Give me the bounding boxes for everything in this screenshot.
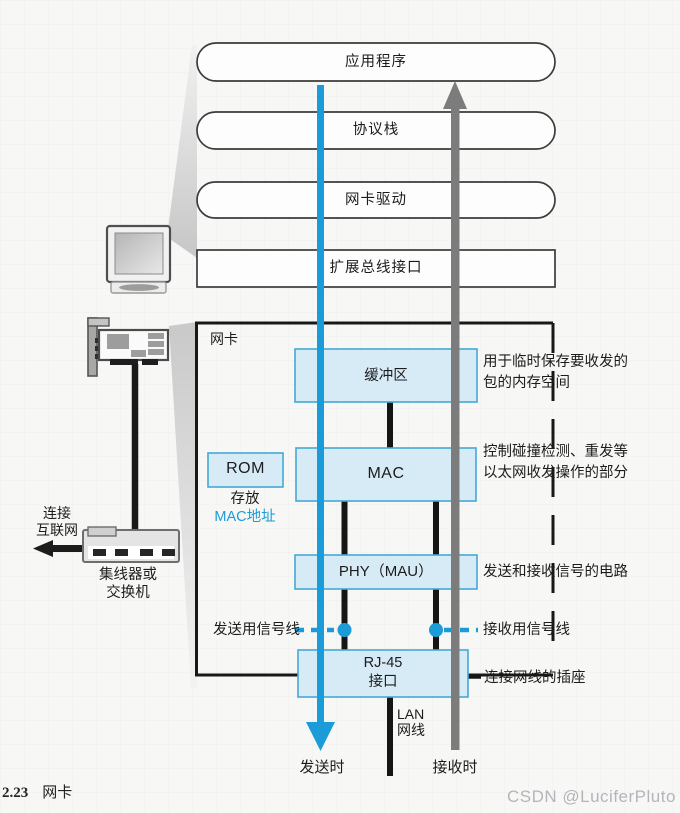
perspective-wedge-top	[167, 45, 197, 258]
buffer-box-label: 缓冲区	[364, 368, 408, 384]
phy-box-label: PHY（MAU）	[338, 563, 434, 580]
send-flow-label: 发送时	[299, 759, 345, 776]
annotation-buffer: 用于临时保存要收发的 包的内存空间	[483, 354, 628, 391]
buffer-box	[294, 348, 478, 403]
receive-flow-label: 接收时	[432, 759, 478, 776]
receive-arrow-icon	[443, 81, 467, 750]
rom-box	[207, 452, 284, 488]
computer-icon	[105, 224, 172, 294]
internet-link-label: 连接 互联网	[36, 505, 78, 538]
rom-box-label: ROM	[226, 460, 265, 477]
lan-cable-label: LAN 网线	[397, 706, 425, 738]
hub-label: 集线器或 交换机	[99, 567, 157, 601]
figure-caption: 2.23 网卡	[2, 783, 72, 803]
mac-box-label: MAC	[367, 465, 405, 482]
rom-note: 存放 MAC地址	[214, 491, 276, 525]
send-arrow-icon	[306, 85, 335, 751]
send-signal-label: 发送用信号线	[213, 622, 300, 638]
mac-box	[295, 447, 477, 502]
figure-caption-number: 2.23	[2, 785, 29, 801]
layer-label-protocol-stack: 协议栈	[352, 122, 400, 138]
annotation-mac: 控制碰撞检测、重发等 以太网收发操作的部分	[483, 444, 628, 481]
layer-label-application: 应用程序	[345, 54, 407, 70]
figure-caption-title: 网卡	[42, 784, 73, 801]
layer-stack-boxes	[196, 42, 556, 288]
watermark: CSDN @LuciferPluto	[507, 787, 676, 806]
signal-tap-dots	[295, 623, 478, 637]
annotation-phy: 发送和接收信号的电路	[483, 564, 628, 580]
layer-label-nic-driver: 网卡驱动	[345, 192, 407, 208]
internet-arrow-icon	[33, 540, 82, 557]
receive-signal-label: 接收用信号线	[483, 622, 570, 638]
phy-box	[294, 554, 478, 590]
nic-card-icon	[87, 317, 170, 377]
hub-icon	[82, 526, 180, 563]
annotation-rj45: 连接网线的插座	[484, 670, 586, 686]
connector-lines	[341, 402, 481, 776]
layer-label-bus-interface: 扩展总线接口	[329, 260, 423, 276]
perspective-wedge-bottom	[169, 322, 197, 688]
rj45-box-label: RJ-45 接口	[363, 655, 403, 690]
nic-box-label: 网卡	[210, 331, 238, 347]
rj45-box	[297, 649, 469, 698]
